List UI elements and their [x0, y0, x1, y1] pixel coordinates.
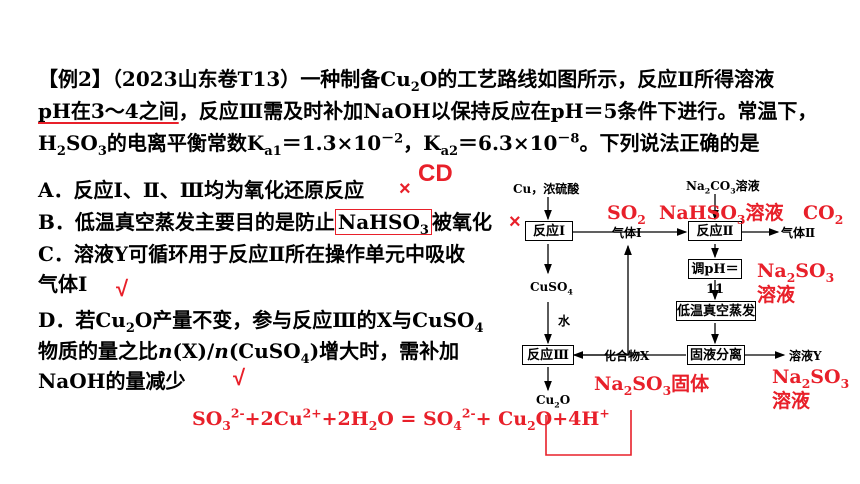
gas-2-label: 气体Ⅱ — [781, 226, 816, 240]
option-b-wrong-mark: × — [509, 211, 521, 233]
question-source: （2023山东卷T13） — [111, 67, 301, 91]
option-d-line-3: NaOH的量减少 — [38, 369, 186, 393]
answer-label: CD — [418, 160, 453, 187]
option-d-right-mark: √ — [233, 365, 246, 390]
water-label: 水 — [558, 314, 571, 328]
reaction-2-box: 反应Ⅱ — [688, 221, 742, 241]
cu-reagent-label: Cu，浓硫酸 — [513, 182, 580, 196]
ph-range-highlight: pH在3～4之间 — [38, 99, 179, 123]
option-d-line-2: 物质的量之比n(X)/n(CuSO4)增大时，需补加 — [38, 339, 460, 367]
gas-1-label: 气体Ⅰ — [612, 226, 642, 240]
option-a: A．反应Ⅰ、Ⅱ、Ⅲ均为氧化还原反应 — [38, 178, 365, 202]
cu2o-label: Cu2O — [536, 393, 571, 410]
nahso3-solution-annotation: NaHSO3溶液 — [659, 202, 784, 227]
equation-bracket — [545, 410, 632, 456]
co2-annotation: CO2 — [803, 202, 844, 227]
option-c-line-1: C．溶液Y可循环用于反应Ⅱ所在操作单元中吸收 — [38, 242, 466, 266]
question-line-2: pH在3～4之间，反应Ⅲ需及时补加NaOH以保持反应在pH＝5条件下进行。常温下… — [38, 99, 818, 123]
cuso4-label: CuSO4 — [530, 280, 573, 297]
adjust-ph-box: 调pH＝11 — [688, 259, 742, 297]
solution-y-label: 溶液Y — [789, 349, 822, 363]
nahso3-highlight-box: NaHSO3 — [334, 209, 432, 237]
example-tag: 【例2】 — [38, 67, 112, 91]
reaction-3-box: 反应Ⅲ — [522, 345, 574, 365]
na2co3-label: Na2CO3溶液 — [686, 179, 760, 196]
so2-annotation: SO2 — [607, 202, 646, 227]
ionic-equation: SO32-+2Cu2++2H2O = SO42-+ Cu2O+4H+ — [192, 405, 610, 433]
option-d-line-1: D．若Cu2O产量不变，参与反应Ⅲ的X与CuSO4 — [38, 308, 484, 336]
compound-x-label: 化合物X — [604, 349, 650, 363]
question-line-3: H2SO3的电离平衡常数Ka1＝1.3×10－2，Ka2＝6.3×10－8。下列… — [38, 131, 760, 159]
option-a-wrong-mark: × — [399, 178, 411, 200]
option-c-right-mark: √ — [116, 276, 129, 301]
na2so3-solid-annotation: Na2SO3固体 — [594, 373, 710, 398]
reaction-1-box: 反应Ⅰ — [525, 221, 573, 241]
question-line-1: 【例2】（2023山东卷T13）一种制备Cu2O的工艺路线如图所示，反应Ⅱ所得溶… — [38, 67, 775, 95]
evaporation-box: 低温真空蒸发 — [676, 301, 756, 321]
option-c-line-2: 气体Ⅰ — [38, 272, 88, 296]
separation-box: 固液分离 — [687, 345, 745, 365]
